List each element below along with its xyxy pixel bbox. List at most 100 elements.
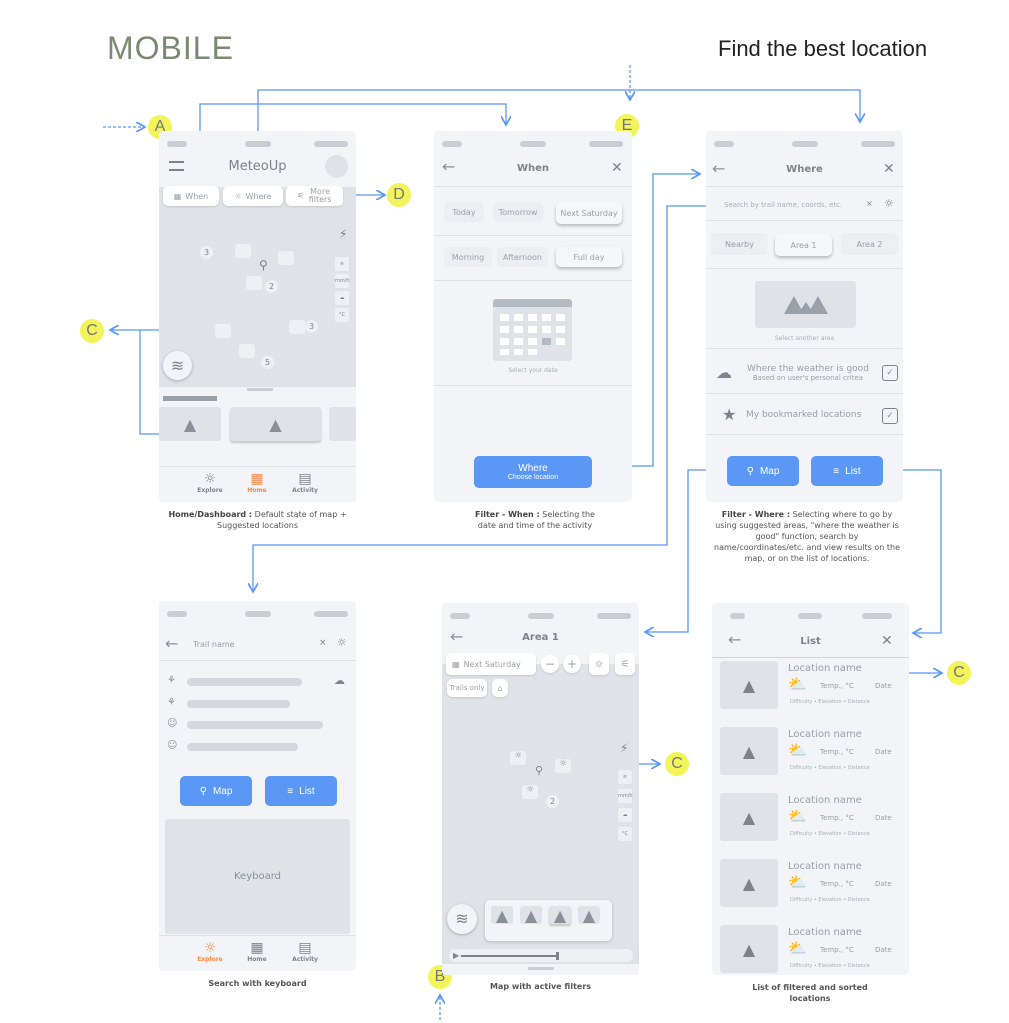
calendar-icon[interactable] <box>493 299 572 361</box>
zoom-in-button[interactable]: + <box>563 655 581 673</box>
lightning-icon[interactable]: ⚡ <box>339 227 348 241</box>
nav-activity[interactable]: ▤Activity <box>285 471 325 494</box>
clear-icon[interactable]: × <box>866 199 873 208</box>
sliders-icon[interactable]: ⚟ <box>615 653 635 675</box>
wind-icon[interactable]: ≋ <box>618 770 632 784</box>
zoom-out-button[interactable]: − <box>541 655 559 673</box>
layer-option[interactable]: ▲ <box>491 906 513 925</box>
sun-search-icon[interactable]: ☼ <box>337 636 347 649</box>
close-icon[interactable]: ✕ <box>881 633 893 649</box>
back-arrow-icon[interactable]: ← <box>442 157 456 176</box>
cluster-count[interactable]: 2 <box>546 795 559 808</box>
temperature-icon[interactable]: °C <box>618 827 632 841</box>
result-placeholder[interactable] <box>187 721 323 729</box>
sun-search-icon[interactable]: ☼ <box>884 197 894 210</box>
time-option[interactable]: Afternoon <box>497 247 548 267</box>
cluster-count[interactable]: 2 <box>265 280 278 293</box>
location-card[interactable]: ▲ <box>159 407 221 441</box>
back-arrow-icon[interactable]: ← <box>712 159 726 178</box>
close-icon[interactable]: ✕ <box>611 160 623 176</box>
back-arrow-icon[interactable]: ← <box>450 627 464 646</box>
play-icon[interactable]: ▶ <box>453 951 460 960</box>
cluster-count[interactable]: 3 <box>305 320 318 333</box>
temperature-icon[interactable]: °C <box>335 308 349 322</box>
area-option[interactable]: Nearby <box>711 233 768 255</box>
sun-search-icon[interactable]: ☼ <box>589 653 609 675</box>
location-marker[interactable] <box>235 244 251 258</box>
list-item[interactable]: ▲ Location name ⛅ Temp., °C Date Difficu… <box>720 661 905 711</box>
map-button[interactable]: ⚲Map <box>180 776 252 806</box>
result-placeholder[interactable] <box>187 700 290 708</box>
list-button[interactable]: ≡List <box>265 776 337 806</box>
area-option[interactable]: Area 2 <box>841 233 898 255</box>
time-option-selected[interactable]: Full day <box>556 247 622 267</box>
day-option[interactable]: Tomorrow <box>493 202 543 222</box>
clear-icon[interactable]: × <box>319 638 327 648</box>
nav-home[interactable]: ▦Home <box>237 940 277 963</box>
weather-marker[interactable]: ☼ <box>510 751 526 765</box>
location-marker[interactable] <box>239 344 255 358</box>
cluster-count[interactable]: 3 <box>200 246 213 259</box>
list-item[interactable]: ▲ Location name ⛅ Temp., °C Date Difficu… <box>720 793 905 843</box>
trail-search-input[interactable]: Trail name <box>193 640 235 649</box>
result-placeholder[interactable] <box>187 743 298 751</box>
trails-only-chip[interactable]: Trails only <box>447 679 487 697</box>
layers-button[interactable]: ≋ <box>447 904 477 934</box>
nav-home[interactable]: ▦Home <box>237 471 277 494</box>
cloud-icon[interactable]: ☁ <box>618 808 632 822</box>
day-option-selected[interactable]: Next Saturday <box>556 202 622 224</box>
nav-explore[interactable]: ☼Explore <box>190 940 230 963</box>
menu-icon[interactable] <box>169 161 184 171</box>
bookmarks-option[interactable]: My bookmarked locations <box>746 410 862 420</box>
layer-option[interactable]: ▲ <box>520 906 542 925</box>
lightning-icon[interactable]: ⚡ <box>620 741 629 755</box>
back-arrow-icon[interactable]: ← <box>728 630 742 649</box>
keyboard[interactable]: Keyboard <box>165 819 350 934</box>
location-marker[interactable] <box>278 251 294 265</box>
area-option-selected[interactable]: Area 1 <box>775 234 832 256</box>
location-card[interactable] <box>329 407 356 441</box>
location-marker[interactable] <box>215 324 231 338</box>
cluster-count[interactable]: 5 <box>261 356 274 369</box>
list-item[interactable]: ▲ Location name ⛅ Temp., °C Date Difficu… <box>720 727 905 777</box>
avatar[interactable] <box>325 155 348 178</box>
where-chip[interactable]: ☼Where <box>223 186 283 206</box>
weather-good-checkbox[interactable]: ✓ <box>882 365 898 381</box>
list-button[interactable]: ≡List <box>811 456 883 486</box>
cloud-icon[interactable]: ☁ <box>335 291 349 305</box>
location-marker[interactable] <box>289 320 305 334</box>
wind-icon[interactable]: ≋ <box>335 257 349 271</box>
nav-activity[interactable]: ▤Activity <box>285 940 325 963</box>
nav-explore[interactable]: ☼Explore <box>190 471 230 494</box>
layer-option[interactable]: ▲ <box>578 906 600 925</box>
weather-marker[interactable]: ☼ <box>555 759 571 773</box>
time-slider[interactable]: ▶ <box>449 949 633 962</box>
layers-button[interactable]: ≋ <box>163 351 192 380</box>
layer-option-selected[interactable]: ▲ <box>549 906 571 925</box>
when-chip[interactable]: ▦When <box>163 186 219 206</box>
bookmarks-checkbox[interactable]: ✓ <box>882 408 898 424</box>
rain-icon[interactable]: mm/h <box>335 274 350 288</box>
rain-icon[interactable]: mm/h <box>618 789 633 803</box>
search-input[interactable]: Search by trail name, coords, etc. <box>724 201 843 209</box>
list-item[interactable]: ▲ Location name ⛅ Temp., °C Date Difficu… <box>720 925 905 975</box>
location-marker[interactable] <box>246 276 262 290</box>
close-icon[interactable]: ✕ <box>883 161 895 177</box>
day-option[interactable]: Today <box>444 202 484 222</box>
drag-handle[interactable] <box>247 388 273 391</box>
weather-marker[interactable]: ☼ <box>522 785 538 799</box>
time-option[interactable]: Morning <box>444 247 492 267</box>
more-filters-chip[interactable]: ⚟More filters <box>286 186 343 206</box>
result-placeholder[interactable] <box>187 678 302 686</box>
list-item[interactable]: ▲ Location name ⛅ Temp., °C Date Difficu… <box>720 859 905 909</box>
map-button[interactable]: ⚲Map <box>727 456 799 486</box>
location-card[interactable]: ▲ <box>230 407 321 441</box>
area-image[interactable] <box>755 281 856 328</box>
date-chip[interactable]: ▦Next Saturday <box>446 653 536 675</box>
drag-handle[interactable] <box>528 967 554 970</box>
slider-thumb[interactable] <box>556 952 559 960</box>
bridge-icon[interactable]: ⌂ <box>492 679 508 697</box>
back-arrow-icon[interactable]: ← <box>165 634 179 653</box>
